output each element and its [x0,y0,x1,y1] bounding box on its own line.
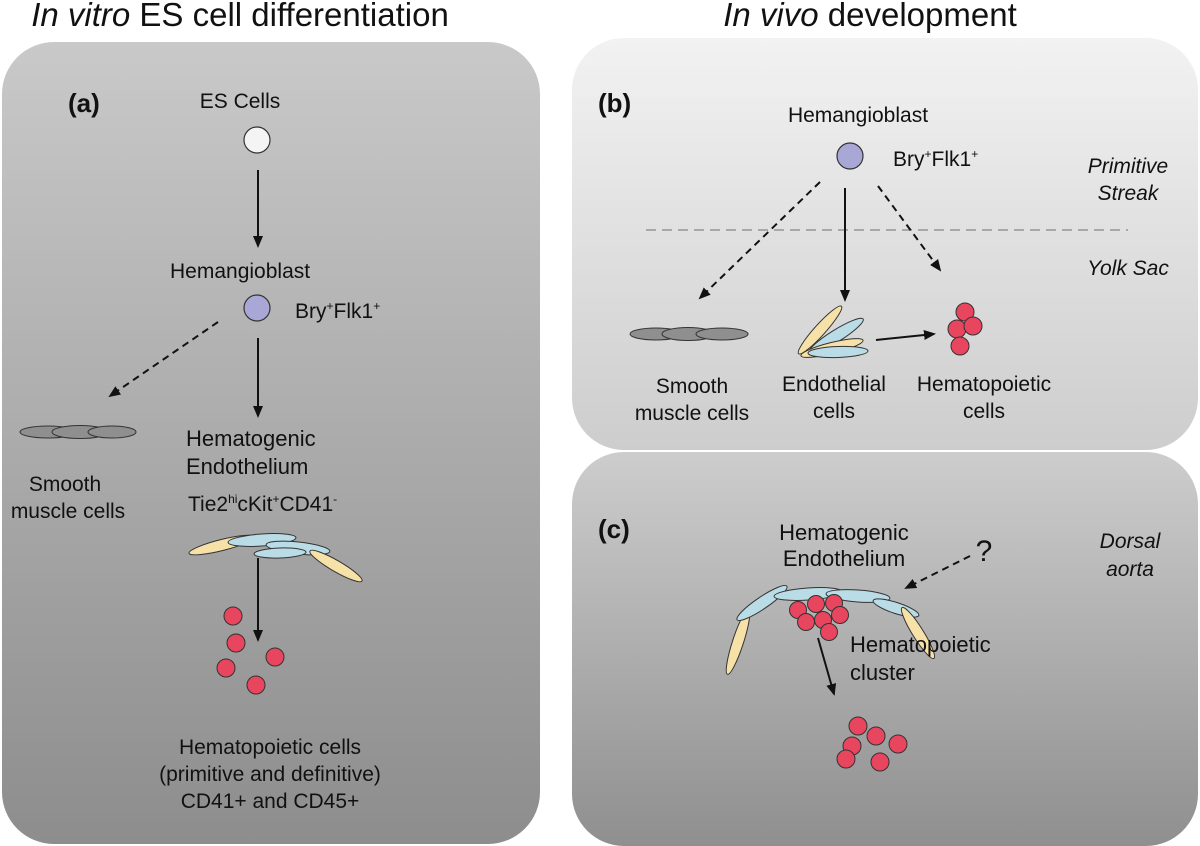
heading-in-vitro: In vitro ES cell differentiation [31,0,449,33]
smooth-muscle-cells-a [19,425,137,439]
hematopoietic-cells-b [947,302,983,356]
panel-c-tag: (c) [598,514,630,544]
dorsal-aorta-label-line1: Dorsal [1100,530,1162,553]
aorta-endothelial-wall [725,585,936,675]
yolk-sac-label: Yolk Sac [1087,257,1169,280]
hemangioblast-label-b: Hemangioblast [788,104,928,127]
hematopoietic-label-a-line3: CD41+ and CD45+ [181,790,360,813]
smooth-muscle-label-b-line1: Smooth [656,375,728,398]
endothelial-label-b-line2: cells [813,400,855,423]
hematopoietic-cells-a [216,606,285,695]
smooth-muscle-label-a-line2: muscle cells [11,500,125,523]
hematopoietic-label-b-line2: cells [963,400,1005,423]
hematopoietic-cluster-label-line2: cluster [850,660,915,685]
es-cell [243,126,271,154]
smooth-muscle-label-b-line2: muscle cells [635,402,749,425]
hematopoietic-cells-c [836,716,908,772]
endothelial-cells-a [188,533,363,583]
dashed-arrow-to-smooth-muscle-a [108,321,219,398]
arrow-cluster-to-hematopoietic-cells [817,637,837,696]
question-mark: ? [976,535,993,568]
primitive-streak-label-line1: Primitive [1088,155,1169,178]
hemangioblast-cell-b [836,142,864,170]
hemogenic-endothelium-label-c-line1: Hematogenic [779,520,909,545]
hematopoietic-label-a-line1: Hematopoietic cells [179,736,361,759]
smooth-muscle-cells-b [629,327,749,341]
endothelial-label-b-line1: Endothelial [782,373,886,396]
panel-b-background [572,38,1198,450]
panel-a-tag: (a) [68,88,100,118]
hemogenic-endothelium-label-c-line2: Endothelium [783,546,905,571]
primitive-streak-label-line2: Streak [1098,182,1160,205]
hematopoietic-cluster [789,594,849,641]
dorsal-aorta-label-line2: aorta [1106,558,1154,581]
tie2-ckit-cd41-marker: Tie2hicKit+CD41- [188,492,337,516]
smooth-muscle-label-a-line1: Smooth [29,473,101,496]
panel-c: (c) Hematogenic Endothelium ? Dorsal aor… [598,514,1162,772]
dashed-arrow-to-smooth-muscle-b [698,181,821,300]
es-cells-label: ES Cells [200,90,281,113]
hemogenic-endothelium-label-a-line1: Hematogenic [186,426,316,451]
hemangioblast-label-a: Hemangioblast [170,260,310,283]
hemogenic-endothelium-label-a-line2: Endothelium [186,454,308,479]
dashed-arrow-to-hematopoietic-b [877,185,942,272]
hemangioblast-cell-a [243,294,271,322]
panel-a: (a) ES Cells Hemangioblast Bry+Flk1+ Smo… [11,88,381,813]
endothelial-cells-b [797,305,869,359]
hematopoietic-label-a-line2: (primitive and definitive) [159,763,381,786]
heading-in-vivo: In vivo development [723,0,1017,33]
panel-b: (b) Hemangioblast Bry+Flk1+ Primitive St… [598,88,1169,425]
panel-b-tag: (b) [598,88,631,118]
arrow-endothelial-to-hematopoietic-b [875,330,936,341]
hematopoietic-cluster-label-line1: Hematopoietic [850,632,991,657]
panel-c-background [572,452,1198,846]
hematopoietic-label-b-line1: Hematopoietic [917,373,1051,396]
panel-a-background [2,42,540,844]
bry-flk1-marker-a: Bry+Flk1+ [295,299,380,323]
bry-flk1-marker-b: Bry+Flk1+ [893,147,978,171]
